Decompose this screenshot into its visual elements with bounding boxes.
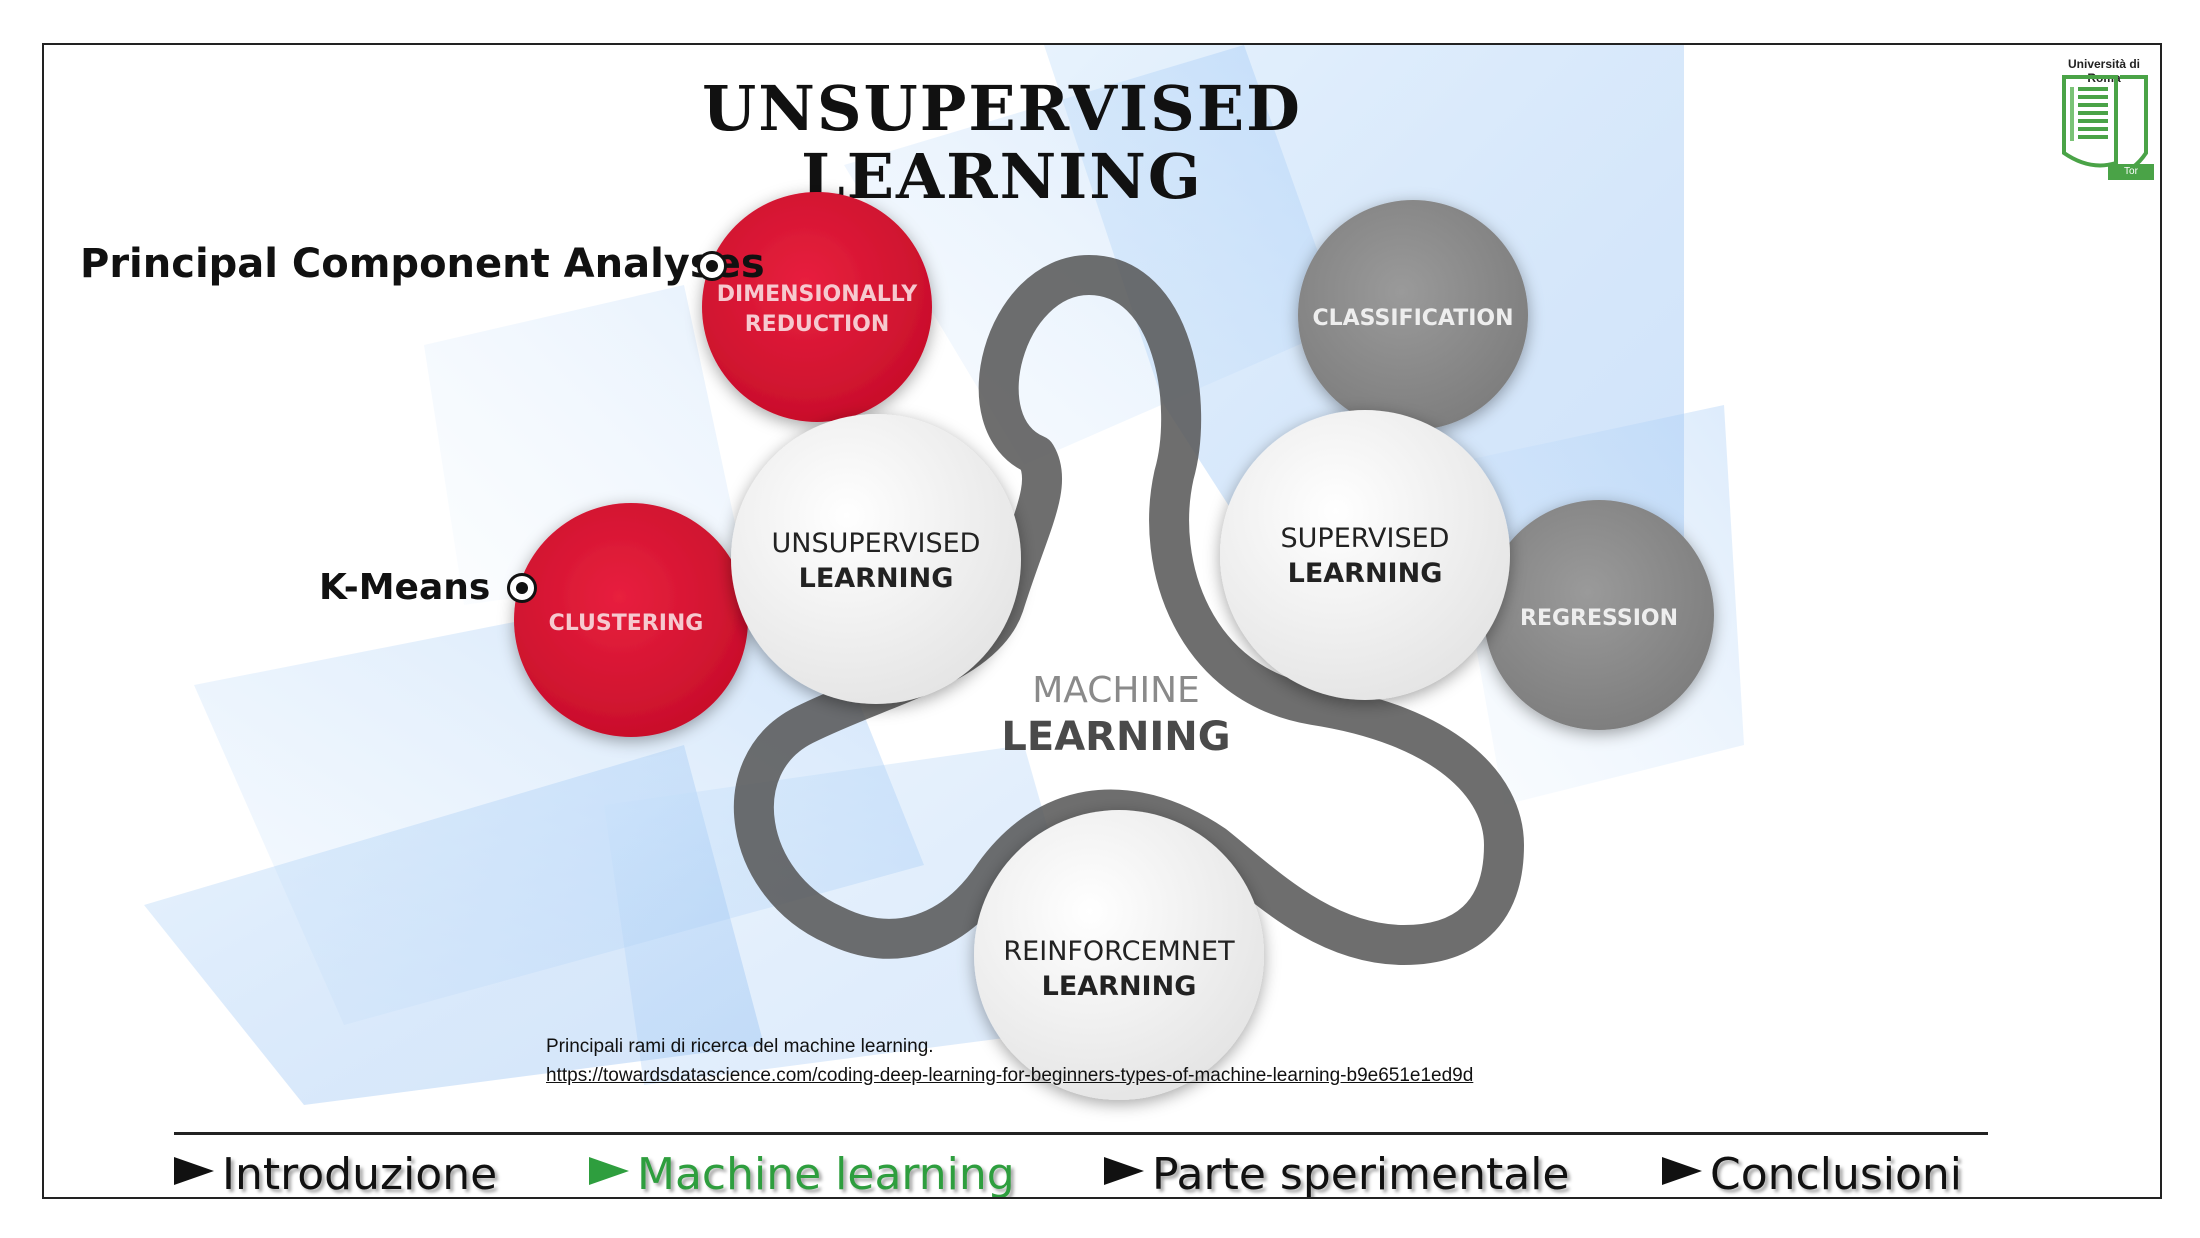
regression-label: REGRESSION (1520, 606, 1678, 631)
reinforcement-hub-label-1: REINFORCEMNET (1003, 936, 1235, 967)
title-line-1: UNSUPERVISED (702, 72, 1302, 145)
nav-item-introduzione[interactable]: Introduzione (174, 1149, 498, 1199)
title-line-2: LEARNING (801, 140, 1203, 213)
slide-title: UNSUPERVISED LEARNING (44, 72, 2060, 213)
nav-item-parte-sperimentale[interactable]: Parte sperimentale (1104, 1149, 1570, 1199)
figure-caption: Principali rami di ricerca del machine l… (546, 1032, 1473, 1090)
machine-learning-diagram: DIMENSIONALLY REDUCTION CLUSTERING CLASS… (514, 192, 1714, 1100)
nav-label: Conclusioni (1710, 1149, 1963, 1199)
clustering-circle (514, 503, 748, 737)
classification-circle (1298, 200, 1528, 430)
nav-divider (174, 1132, 1988, 1135)
regression-circle (1484, 500, 1714, 730)
supervised-hub-label-2: LEARNING (1288, 558, 1443, 589)
supervised-hub-label-1: SUPERVISED (1281, 523, 1450, 554)
play-arrow-icon (1662, 1157, 1702, 1185)
connector-tube (733, 255, 1524, 965)
nav-item-machine-learning[interactable]: Machine learning (589, 1149, 1015, 1199)
annotation-kmeans: K-Means (319, 567, 491, 608)
reinforcement-hub-label-2: LEARNING (1042, 971, 1197, 1002)
supervised-hub (1220, 410, 1510, 700)
caption-link[interactable]: https://towardsdatascience.com/coding-de… (546, 1065, 1474, 1086)
classification-label: CLASSIFICATION (1312, 306, 1513, 331)
play-arrow-icon (1104, 1157, 1144, 1185)
unsupervised-hub-label-2: LEARNING (799, 563, 954, 594)
annotation-pca: Principal Component Analyses (80, 241, 765, 287)
nav-label: Parte sperimentale (1152, 1149, 1570, 1199)
unsupervised-hub (731, 414, 1021, 704)
unsupervised-hub-label-1: UNSUPERVISED (772, 528, 981, 559)
nav-label: Machine learning (637, 1149, 1015, 1199)
play-arrow-icon (589, 1157, 629, 1185)
logo-campus-text: Tor Vergata (2108, 164, 2154, 193)
kmeans-bullet-icon (507, 573, 537, 603)
caption-text: Principali rami di ricerca del machine l… (546, 1036, 934, 1057)
dimensionality-reduction-label-1: DIMENSIONALLY (717, 282, 919, 307)
background-graphic (144, 45, 1744, 1105)
dimensionality-reduction-label-2: REDUCTION (745, 312, 890, 337)
play-arrow-icon (174, 1157, 214, 1185)
pca-bullet-icon (697, 251, 727, 281)
reinforcement-hub (974, 810, 1264, 1100)
center-label-learning: LEARNING (1001, 714, 1230, 760)
nav-label: Introduzione (222, 1149, 498, 1199)
dimensionality-reduction-circle (702, 192, 932, 422)
slide: UNSUPERVISED LEARNING Università di Roma… (42, 43, 2162, 1199)
university-logo: Università di Roma Tor Vergata (2054, 53, 2154, 193)
clustering-label: CLUSTERING (549, 611, 704, 636)
nav-item-conclusioni[interactable]: Conclusioni (1662, 1149, 1963, 1199)
center-label-machine: MACHINE (1032, 670, 1200, 711)
